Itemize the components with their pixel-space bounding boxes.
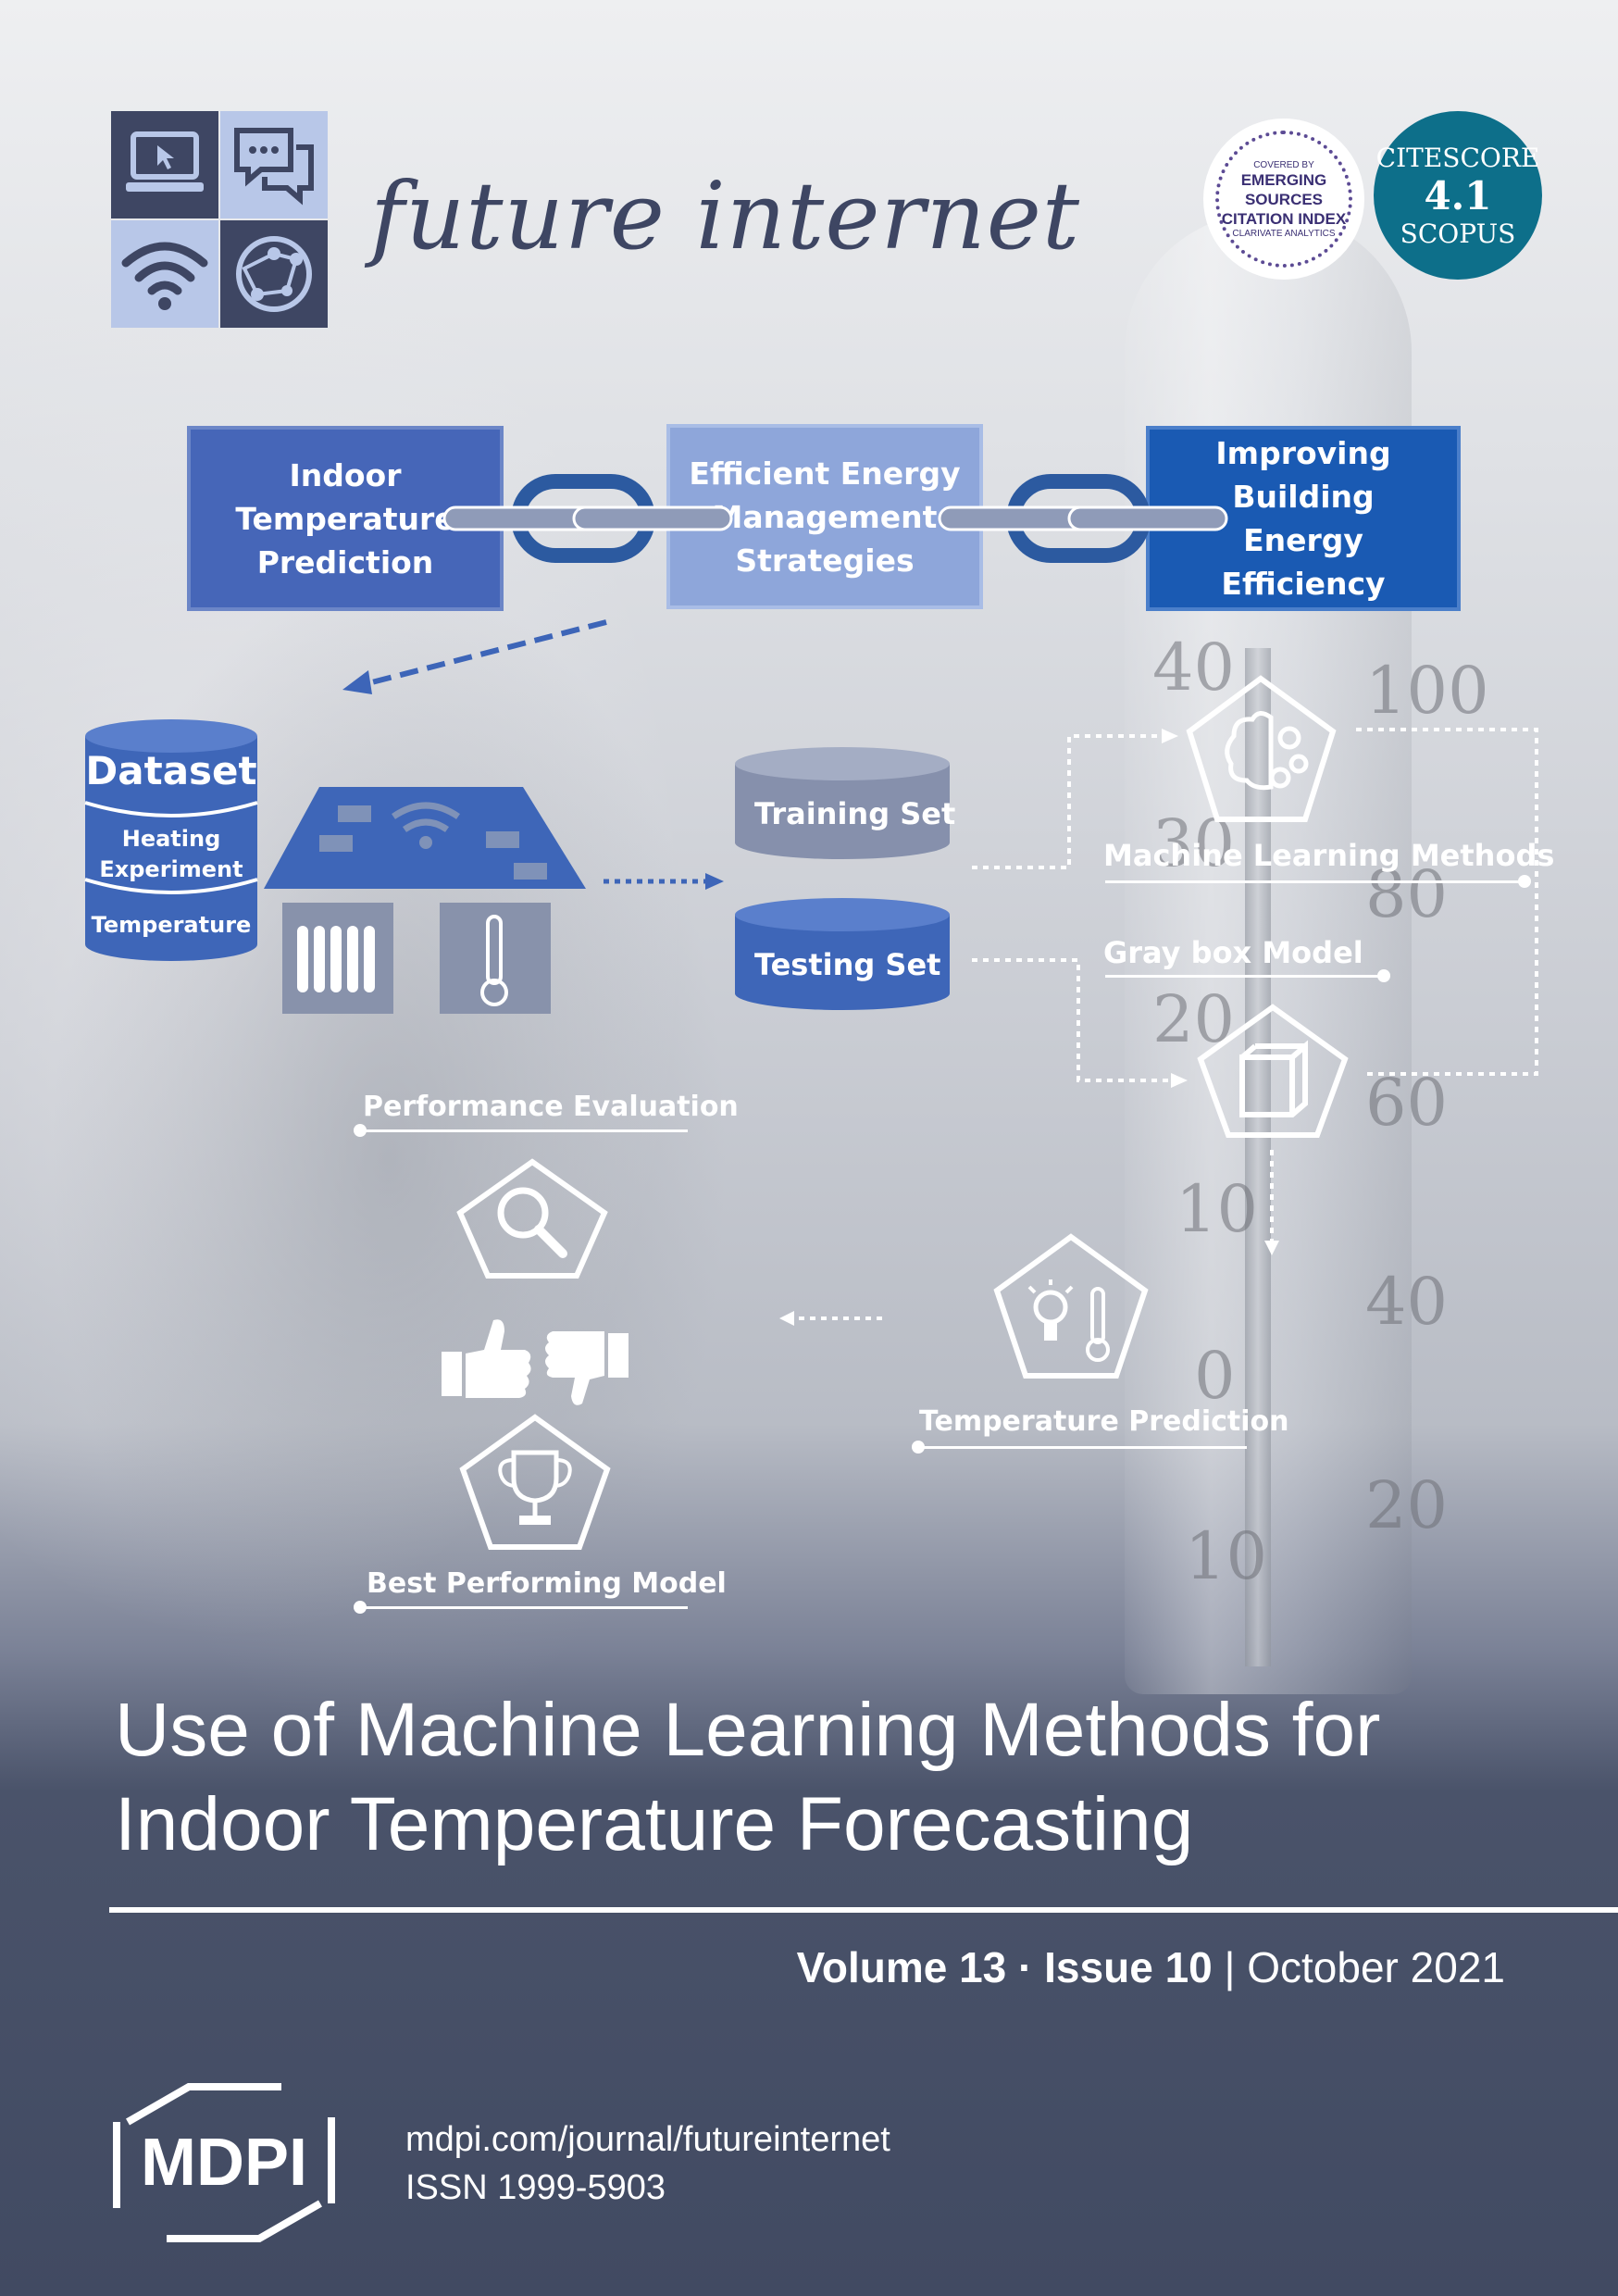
thermometer-number: 40 <box>1365 1264 1449 1340</box>
laptop-icon <box>111 111 218 218</box>
issue-label: Issue 10 <box>1044 1943 1213 1991</box>
dotted-connectors <box>972 728 1538 1088</box>
issue-separator: · <box>1006 1943 1045 1991</box>
label-dot <box>354 1601 367 1614</box>
box-line: Energy <box>1243 522 1363 558</box>
temperature-prediction-label: Temperature Prediction <box>919 1405 1289 1438</box>
box-line: Strategies <box>735 542 915 579</box>
journal-url[interactable]: mdpi.com/journal/futureinternet <box>405 2120 890 2159</box>
article-title-line: Use of Machine Learning Methods for <box>115 1688 1381 1772</box>
dataset-layer: Temperature <box>91 912 252 938</box>
box-improving-building-energy-efficiency: Improving Building Energy Efficiency <box>1146 426 1461 611</box>
globe-network-icon <box>220 220 328 328</box>
brain-gears-icon <box>1186 675 1337 822</box>
label-underline <box>1105 975 1383 978</box>
issue-info: Volume 13 · Issue 10 | October 2021 <box>797 1942 1505 1992</box>
esci-bottom-text: CLARIVATE ANALYTICS <box>1232 228 1336 239</box>
issn: ISSN 1999-5903 <box>405 2168 666 2207</box>
box-model-icon <box>1197 1004 1349 1138</box>
thermometer-number: 10 <box>1176 1171 1259 1247</box>
trophy-icon <box>459 1414 611 1550</box>
wifi-icon <box>111 220 218 328</box>
chain-link-icon <box>442 474 733 563</box>
dotted-arrow <box>779 1311 882 1326</box>
training-set-label: Training Set <box>754 796 956 831</box>
citescore-label: CITESCORE <box>1375 142 1540 173</box>
label-dot <box>912 1441 925 1454</box>
thermometer-number: 60 <box>1365 1065 1449 1141</box>
box-line: Prediction <box>256 543 434 580</box>
testing-set-label: Testing Set <box>754 947 941 982</box>
box-line: Building <box>1232 479 1375 515</box>
esci-line: EMERGING <box>1240 170 1327 189</box>
citescore-value: 4.1 <box>1424 172 1492 218</box>
performance-evaluation-label: Performance Evaluation <box>363 1091 739 1123</box>
magnifier-icon <box>456 1158 608 1279</box>
thermometer-number: 40 <box>1152 630 1236 705</box>
box-line: Management <box>712 498 938 535</box>
article-title-line: Indoor Temperature Forecasting <box>115 1782 1194 1866</box>
thermometer-number: 10 <box>1185 1518 1268 1594</box>
box-line: Indoor <box>289 456 402 493</box>
citescore-source: SCOPUS <box>1400 218 1516 249</box>
testing-set-database <box>735 898 950 1010</box>
thumbs-up-down-icon <box>442 1319 629 1405</box>
chat-icon <box>220 111 328 218</box>
mdpi-logo[interactable]: MDPI <box>109 2083 339 2242</box>
box-line: Efficiency <box>1221 566 1386 602</box>
box-line: Temperature <box>235 500 455 537</box>
dotted-arrow <box>1264 1150 1279 1255</box>
dataset-title: Dataset <box>85 748 257 793</box>
smart-house-icon <box>264 787 586 1014</box>
esci-line: SOURCES <box>1244 190 1324 208</box>
dataset-layer: Heating <box>121 826 221 852</box>
esci-line: CITATION INDEX <box>1221 209 1347 228</box>
chain-link-icon <box>938 474 1228 563</box>
issue-date: October 2021 <box>1247 1943 1505 1991</box>
lightbulb-thermometer-icon <box>993 1233 1149 1379</box>
journal-name: future internet <box>370 162 1081 270</box>
training-set-database <box>735 747 950 859</box>
label-underline <box>1105 880 1520 883</box>
label-underline <box>359 1606 688 1609</box>
label-dot <box>1518 875 1531 888</box>
dashed-arrow <box>342 619 607 694</box>
esci-badge[interactable]: COVERED BY EMERGING SOURCES CITATION IND… <box>1203 119 1364 280</box>
dataset-database-icon <box>84 719 258 961</box>
label-underline <box>918 1446 1247 1449</box>
box-line: Efficient Energy <box>689 455 961 492</box>
thermometer-number: 80 <box>1365 856 1449 932</box>
dataset-layer: Experiment <box>99 856 243 882</box>
article-title: Use of Machine Learning Methods for Indo… <box>115 1683 1559 1872</box>
box-line: Improving <box>1215 435 1391 471</box>
label-underline <box>359 1129 688 1132</box>
volume-label: Volume 13 <box>796 1943 1007 1991</box>
label-dot <box>354 1124 367 1137</box>
title-divider <box>109 1907 1618 1913</box>
thermometer-number: 0 <box>1194 1338 1236 1414</box>
citescore-badge[interactable]: CITESCORE 4.1 SCOPUS <box>1374 111 1542 280</box>
mdpi-logo-text: MDPI <box>141 2126 307 2200</box>
thermometer-number: 100 <box>1365 653 1489 729</box>
dotted-arrow <box>604 873 724 890</box>
best-performing-model-label: Best Performing Model <box>367 1567 727 1600</box>
esci-top-text: COVERED BY <box>1253 159 1314 170</box>
thermometer-number: 20 <box>1365 1467 1449 1543</box>
gray-box-model-label: Gray box Model <box>1103 935 1363 970</box>
machine-learning-methods-label: Machine Learning Methods <box>1103 838 1555 873</box>
date-divider: | <box>1212 1943 1248 1991</box>
label-dot <box>1377 969 1390 982</box>
